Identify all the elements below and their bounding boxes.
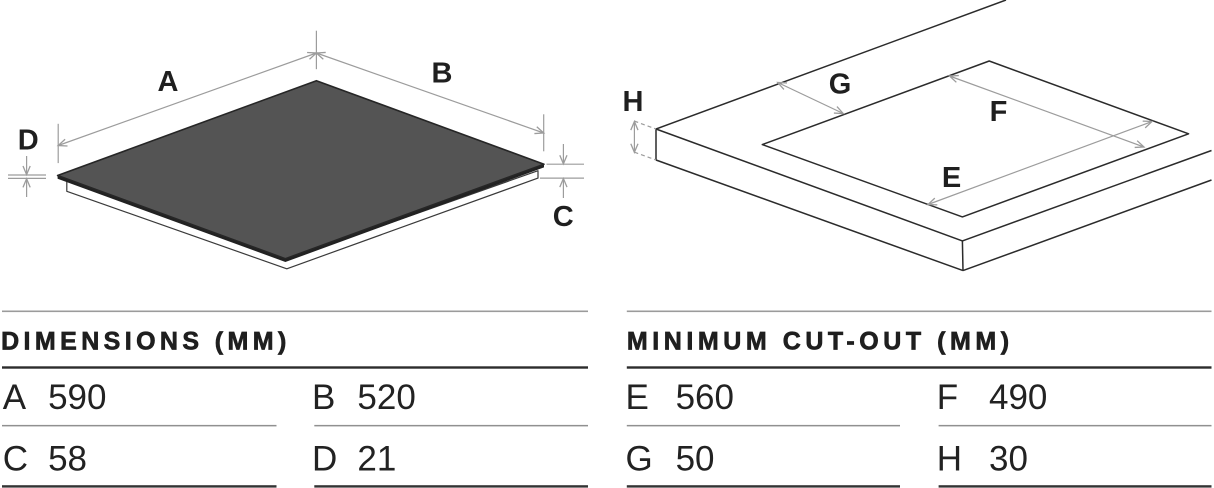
svg-text:A: A: [158, 66, 179, 98]
svg-text:F: F: [990, 96, 1008, 128]
svg-text:30: 30: [989, 440, 1028, 479]
svg-text:F: F: [937, 378, 958, 417]
svg-text:H: H: [623, 86, 644, 118]
svg-text:D: D: [18, 125, 39, 157]
svg-text:E: E: [942, 162, 961, 194]
svg-text:E: E: [626, 378, 649, 417]
svg-text:H: H: [937, 440, 962, 479]
svg-text:520: 520: [357, 378, 415, 417]
svg-text:B: B: [312, 378, 335, 417]
svg-text:G: G: [829, 69, 852, 101]
svg-text:B: B: [432, 58, 453, 90]
svg-text:MINIMUM CUT-OUT (MM): MINIMUM CUT-OUT (MM): [627, 327, 1014, 355]
svg-text:D: D: [312, 440, 337, 479]
svg-text:A: A: [3, 378, 27, 417]
svg-text:21: 21: [357, 440, 396, 479]
svg-text:C: C: [3, 440, 28, 479]
svg-text:DIMENSIONS (MM): DIMENSIONS (MM): [1, 327, 291, 355]
svg-text:58: 58: [48, 440, 87, 479]
svg-text:590: 590: [48, 378, 106, 417]
svg-text:560: 560: [676, 378, 734, 417]
svg-text:50: 50: [676, 440, 715, 479]
svg-text:C: C: [553, 201, 574, 233]
svg-text:490: 490: [989, 378, 1047, 417]
svg-text:G: G: [626, 440, 653, 479]
